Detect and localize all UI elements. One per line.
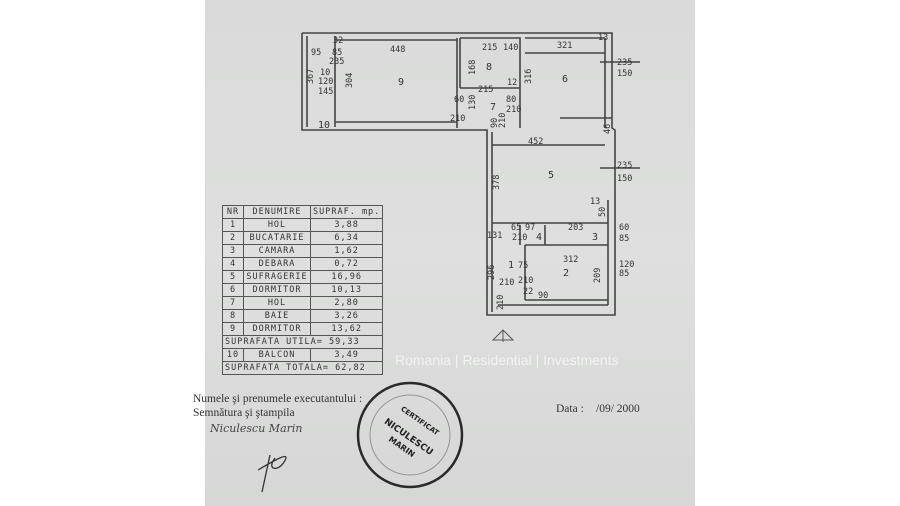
total-area-row: SUPRAFATA TOTALA= 62,82 — [221, 361, 384, 375]
dimension-label: 235 — [617, 161, 632, 171]
signature-label: Semnătura şi ştampila — [193, 407, 295, 419]
date-label: Data : — [556, 403, 584, 415]
dimension-label: 210 — [512, 233, 527, 243]
dimension-label: 85 — [332, 48, 342, 58]
dimension-label: 296 — [487, 265, 497, 280]
room-number: 6 — [562, 74, 568, 85]
room-number: 7 — [490, 102, 496, 113]
dimension-label: 367 — [306, 69, 316, 84]
dimension-label: 120 — [318, 77, 333, 87]
dimension-label: 95 — [311, 48, 321, 58]
dimension-label: 120 — [619, 260, 634, 270]
dimension-label: 130 — [468, 95, 478, 110]
dimension-label: 210 — [499, 278, 514, 288]
dimension-label: 235 — [329, 57, 344, 67]
dimension-label: 46 — [603, 124, 613, 134]
executant-name: Niculescu Marin — [210, 422, 303, 435]
dimension-label: 452 — [528, 137, 543, 147]
dimension-label: 378 — [492, 175, 502, 190]
dimension-label: 150 — [617, 69, 632, 79]
dimension-label: 203 — [568, 223, 583, 233]
room-number: 10 — [318, 120, 330, 131]
room-number: 9 — [398, 77, 404, 88]
dimension-label: 304 — [345, 73, 355, 88]
useful-area-row: SUPRAFATA UTILA= 59,33 — [221, 335, 384, 349]
dimension-label: 235 — [617, 58, 632, 68]
dimension-label: 50 — [598, 207, 608, 217]
table-row: 10 BALCON 3,49 — [222, 348, 384, 362]
watermark: Romania | Residential | Investments — [395, 352, 619, 368]
room-number: 5 — [548, 170, 554, 181]
dimension-label: 13 — [590, 197, 600, 207]
dimension-label: 321 — [557, 41, 572, 51]
dimension-label: 32 — [333, 36, 343, 46]
dimension-label: 209 — [593, 268, 603, 283]
dimension-label: 168 — [468, 60, 478, 75]
dimension-label: 85 — [619, 269, 629, 279]
dimension-label: 210 — [450, 114, 465, 124]
dimension-label: 210 — [518, 276, 533, 286]
dimension-label: 10 — [320, 68, 330, 78]
dimension-label: 210 — [496, 295, 506, 310]
dimension-label: 210 — [498, 113, 508, 128]
dimension-label: 131 — [487, 231, 502, 241]
dimension-label: 65 — [511, 223, 521, 233]
dimension-label: 80 — [506, 95, 516, 105]
dimension-label: 60 — [619, 223, 629, 233]
dimension-label: 150 — [617, 174, 632, 184]
room-number: 2 — [563, 268, 569, 279]
dimension-label: 448 — [390, 45, 405, 55]
dimension-label: 13 — [598, 33, 608, 43]
dimension-label: 12 — [507, 78, 517, 88]
outer-wall — [301, 32, 616, 316]
dimension-label: 97 — [525, 223, 535, 233]
dimension-label: 22 — [523, 287, 533, 297]
dimension-label: 210 — [506, 105, 521, 115]
dimension-label: 215 — [482, 43, 497, 53]
room-number: 1 — [508, 260, 514, 271]
room-number: 3 — [592, 232, 598, 243]
dimension-label: 85 — [619, 234, 629, 244]
dimension-label: 140 — [503, 43, 518, 53]
date-value: /09/ 2000 — [596, 403, 640, 415]
dimension-label: 60 — [454, 95, 464, 105]
dimension-label: 90 — [490, 118, 500, 128]
dimension-label: 316 — [524, 69, 534, 84]
dimension-label: 75 — [518, 261, 528, 271]
room-number: 4 — [536, 232, 542, 243]
executant-label: Numele şi prenumele executantului : — [193, 393, 363, 405]
dimension-label: 312 — [563, 255, 578, 265]
dimension-label: 215 — [478, 85, 493, 95]
room-number: 8 — [486, 62, 492, 73]
dimension-label: 90 — [538, 291, 548, 301]
table-header: NR DENUMIRE SUPRAF. mp. — [222, 205, 384, 219]
dimension-label: 145 — [318, 87, 333, 97]
